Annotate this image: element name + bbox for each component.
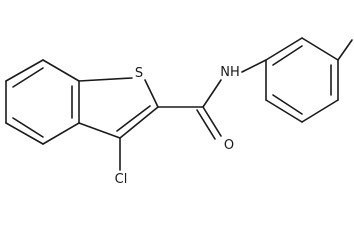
- sulfur-atom-label: S: [135, 66, 143, 81]
- bond: [272, 94, 303, 115]
- bond: [144, 79, 159, 108]
- bond: [301, 99, 339, 123]
- bond: [12, 117, 44, 138]
- bond: [196, 109, 216, 140]
- atom-labels: S NH O Cl: [115, 65, 240, 186]
- bond: [265, 37, 303, 61]
- bond: [265, 99, 303, 123]
- bond: [78, 77, 133, 82]
- bond: [78, 122, 121, 139]
- bond: [42, 59, 80, 82]
- bond: [202, 106, 222, 137]
- amide-nitrogen-label: NH: [220, 65, 240, 80]
- bond: [241, 59, 267, 73]
- bond: [337, 39, 353, 61]
- bond: [116, 105, 151, 132]
- bond: [5, 122, 44, 145]
- bond: [202, 79, 222, 108]
- bond: [12, 67, 44, 88]
- bond: [42, 122, 80, 145]
- carbonyl-oxygen-label: O: [224, 138, 234, 153]
- bond-lines: [5, 37, 353, 171]
- bond: [301, 37, 339, 61]
- structure-diagram: S NH O Cl: [5, 37, 353, 186]
- chlorine-atom-label: Cl: [115, 172, 128, 186]
- bond: [119, 106, 159, 139]
- bond: [272, 45, 303, 66]
- bond: [5, 59, 44, 82]
